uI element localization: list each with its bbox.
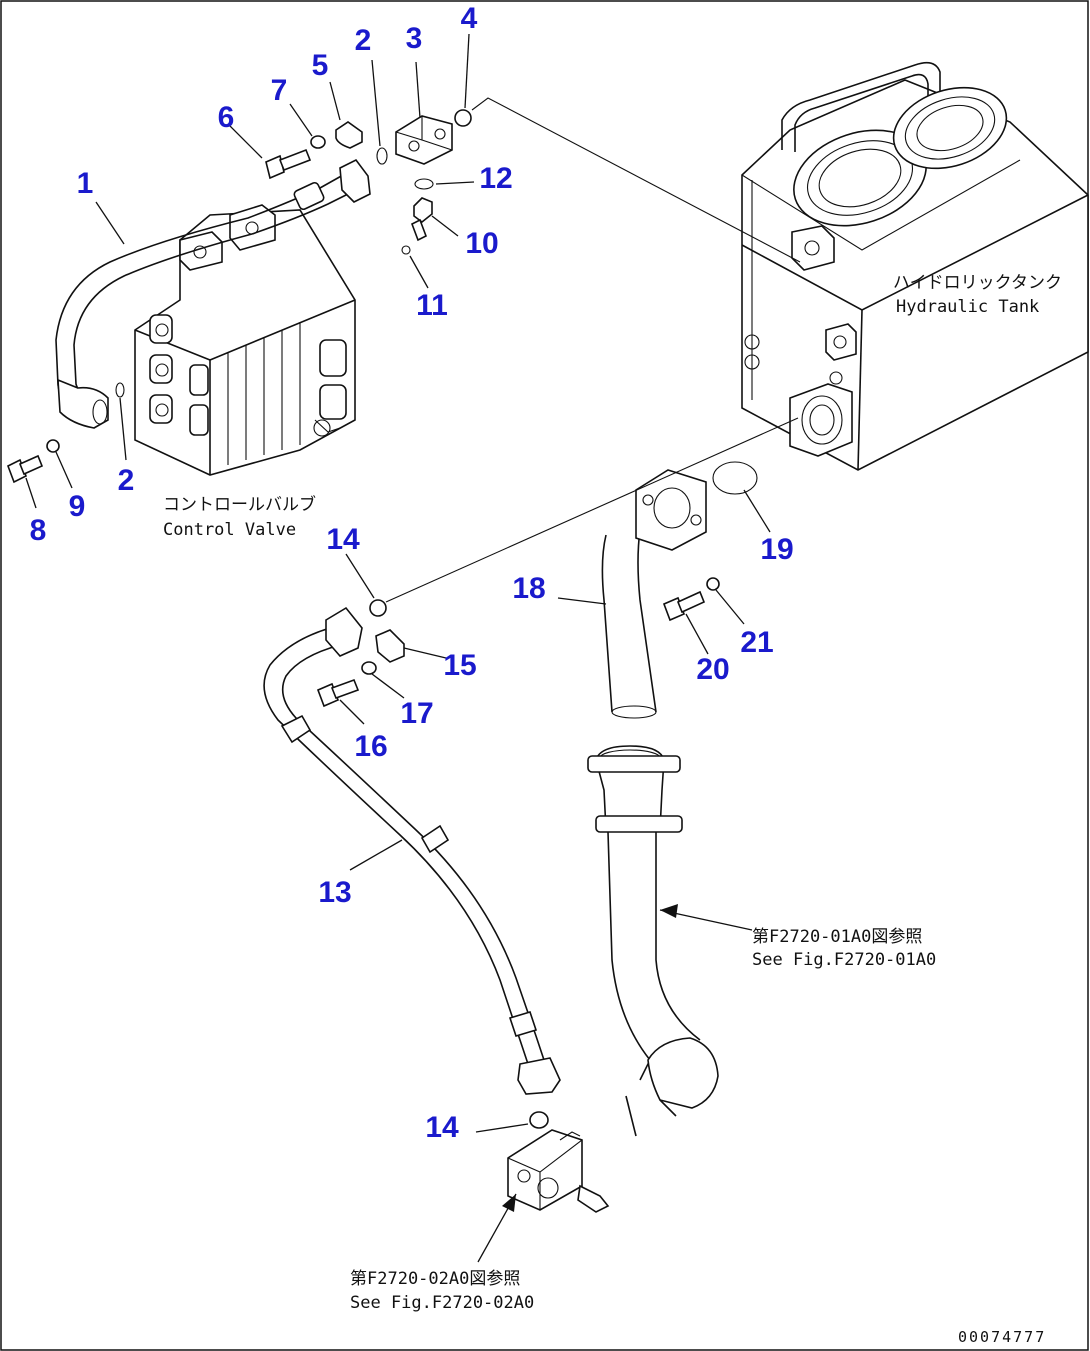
callout-21: 21 <box>740 626 773 659</box>
clamp-5 <box>335 121 363 149</box>
o-ring-2-bottom <box>115 382 125 398</box>
callout-10: 10 <box>465 227 498 260</box>
callout-20: 20 <box>696 653 729 686</box>
callout-12: 12 <box>479 162 512 195</box>
flange-3 <box>395 115 453 165</box>
callout-14-top: 14 <box>326 523 360 556</box>
callout-17: 17 <box>400 697 433 730</box>
washer-7 <box>310 135 326 149</box>
callout-1: 1 <box>77 167 94 200</box>
reference-note-bottom-en: See Fig.F2720-02A0 <box>350 1293 534 1313</box>
washer-17 <box>361 661 377 675</box>
suction-hose <box>587 745 719 1137</box>
reference-note-top-en: See Fig.F2720-01A0 <box>752 950 936 970</box>
callout-2-top: 2 <box>355 24 372 57</box>
callout-18: 18 <box>512 572 545 605</box>
o-ring-19 <box>712 461 758 495</box>
bolt-20 <box>662 590 706 622</box>
callout-2-bottom: 2 <box>118 464 135 497</box>
bolt-6 <box>265 148 312 180</box>
callout-13: 13 <box>318 876 351 909</box>
control-valve-label-jp: コントロールバルブ <box>163 494 316 515</box>
document-number: 00074777 <box>958 1328 1046 1346</box>
callout-14-bottom: 14 <box>425 1111 459 1144</box>
callout-15: 15 <box>443 649 476 682</box>
o-ring-14-top <box>369 599 387 617</box>
arrow-ref-bottom <box>502 1194 516 1212</box>
callout-6: 6 <box>218 101 235 134</box>
callout-3: 3 <box>406 22 423 55</box>
reference-note-bottom-jp: 第F2720-02A0図参照 <box>350 1269 520 1289</box>
o-ring-12 <box>414 178 434 190</box>
arrow-ref-top <box>660 904 678 918</box>
pipe-18 <box>601 469 707 719</box>
clamp-15 <box>375 629 405 663</box>
callout-5: 5 <box>312 49 329 82</box>
hose-1 <box>55 158 371 429</box>
hydraulic-tank-label-en: Hydraulic Tank <box>896 297 1039 317</box>
callout-4: 4 <box>461 2 478 35</box>
callout-7: 7 <box>271 74 288 107</box>
o-ring-14-bottom <box>529 1111 549 1129</box>
callout-16: 16 <box>354 730 387 763</box>
o-ring-11 <box>401 245 411 255</box>
callout-numbers: 1 2 2 3 4 5 6 7 8 9 10 11 12 13 14 14 15… <box>30 2 794 1144</box>
hose-13 <box>263 606 561 1095</box>
callout-19: 19 <box>760 533 793 566</box>
o-ring-2-top <box>376 147 388 165</box>
callout-9: 9 <box>69 490 86 523</box>
reference-note-top-jp: 第F2720-01A0図参照 <box>752 927 922 947</box>
valve-block <box>507 1129 610 1213</box>
elbow-10 <box>410 197 433 242</box>
bolt-16 <box>316 678 360 708</box>
bolt-8 <box>6 454 44 484</box>
washer-21 <box>706 577 720 591</box>
leader-lines <box>25 33 801 1263</box>
plug-4 <box>454 109 472 127</box>
control-valve-label-en: Control Valve <box>163 520 296 540</box>
control-valve <box>134 204 356 476</box>
callout-11: 11 <box>416 289 448 322</box>
callout-8: 8 <box>30 514 47 547</box>
washer-9 <box>46 439 60 453</box>
hydraulic-tank-label-jp: ハイドロリックタンク <box>893 273 1062 293</box>
hydraulic-tank <box>741 61 1089 471</box>
